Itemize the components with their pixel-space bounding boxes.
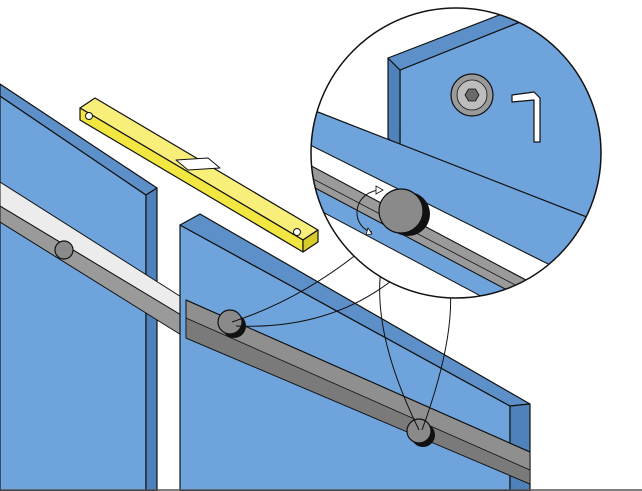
roller-middle-wheel bbox=[217, 309, 243, 335]
right-door-panel bbox=[179, 213, 531, 491]
lower-rail bbox=[185, 299, 531, 485]
leader-middle-2 bbox=[235, 277, 396, 327]
level-hole-right bbox=[293, 228, 301, 236]
spirit-level-icon bbox=[79, 97, 319, 253]
callout-leaders bbox=[231, 249, 452, 431]
detail-panel-edge bbox=[387, 57, 401, 151]
left-panel-side-edge bbox=[145, 187, 158, 491]
magnifier-rim bbox=[310, 7, 602, 299]
roller-right bbox=[406, 418, 435, 447]
roller-middle bbox=[217, 309, 246, 338]
level-end bbox=[302, 229, 319, 253]
roller-left-panel bbox=[54, 240, 74, 260]
allen-key-icon bbox=[511, 91, 541, 143]
roller-left-panel-wheel bbox=[54, 240, 74, 260]
roller-right-wheel bbox=[406, 418, 432, 444]
leader-right-1 bbox=[379, 261, 420, 431]
detail-panel-top bbox=[387, 8, 601, 71]
hex-socket-bolt-icon bbox=[450, 73, 494, 117]
detail-track-line bbox=[311, 171, 601, 298]
detail-lower-panel bbox=[311, 104, 601, 298]
detail-roller bbox=[378, 188, 424, 234]
left-door-panel bbox=[0, 83, 158, 491]
level-bubble-window bbox=[175, 157, 221, 171]
leader-middle-1 bbox=[231, 249, 363, 323]
level-hole-left bbox=[85, 112, 93, 120]
rotate-arrow-icon bbox=[356, 185, 384, 236]
